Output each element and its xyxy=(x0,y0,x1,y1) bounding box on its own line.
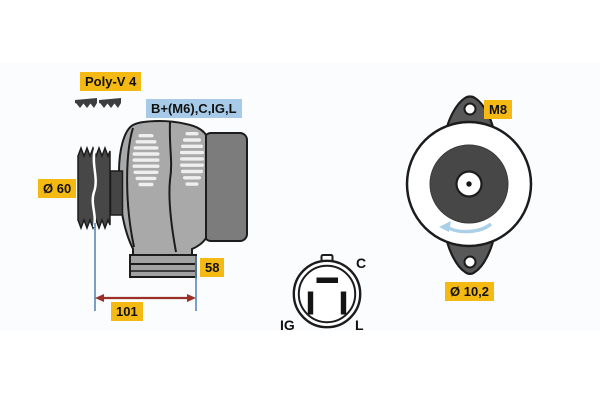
thread-size-label: M8 xyxy=(484,100,513,119)
alternator-rear-view-drawing xyxy=(405,95,533,275)
pulley-break-line xyxy=(91,148,97,228)
mounting-hole-bottom xyxy=(463,255,477,269)
connector-pin-l-label: L xyxy=(355,317,364,333)
vent-slots-rear xyxy=(180,132,204,186)
connector-diagram xyxy=(292,254,362,329)
connector-outer-ring xyxy=(292,259,362,329)
rotation-arrow xyxy=(446,222,493,234)
connector-pin-ig xyxy=(307,291,314,315)
connector-pin-c xyxy=(316,277,338,283)
rotation-arrowhead xyxy=(439,221,451,232)
mounting-hole-diameter-label: Ø 10,2 xyxy=(445,282,495,301)
terminals-label: B+(M6),C,IG,L xyxy=(146,99,242,118)
length-dimension-label: 101 xyxy=(111,302,143,321)
connector-pin-c-label: C xyxy=(356,255,367,271)
pulley-hub xyxy=(109,170,124,216)
connector-pin-ig-label: IG xyxy=(280,317,295,333)
belt-rib-icon xyxy=(99,98,121,108)
length-arrowhead-left xyxy=(95,294,104,302)
belt-rib-icon xyxy=(75,98,97,108)
connector-inner-ring xyxy=(297,264,357,324)
connector-pin-l xyxy=(340,291,347,315)
mounting-hole-top xyxy=(463,102,477,116)
shaft-center-dot xyxy=(466,181,472,187)
front-bracket-contour xyxy=(126,127,135,248)
length-arrowhead-right xyxy=(187,294,196,302)
casting-seam xyxy=(168,121,177,253)
pulley-diameter-label: Ø 60 xyxy=(38,179,77,198)
mounting-foot xyxy=(129,254,197,278)
belt-cross-section-icons xyxy=(75,98,121,108)
vent-slots-front xyxy=(132,134,160,187)
rear-housing xyxy=(203,132,248,242)
belt-type-label: Poly-V 4 xyxy=(80,72,142,91)
depth-dimension-label: 58 xyxy=(200,258,225,277)
alternator-side-view-drawing xyxy=(77,120,248,311)
